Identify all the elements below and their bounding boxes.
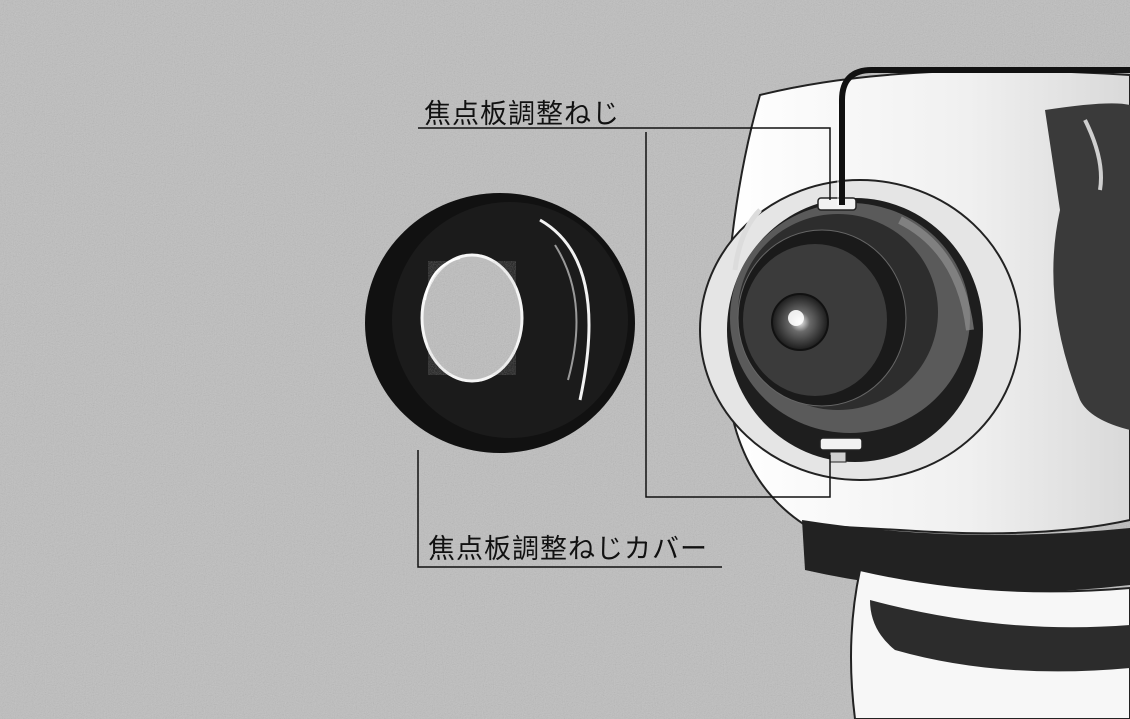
ring-cover-icon	[365, 193, 635, 453]
leader-line-cover	[417, 450, 722, 568]
reticle-screw-top	[817, 197, 857, 211]
reticle-screw-bottom	[819, 437, 863, 451]
reticle-screw-label: 焦点板調整ねじ	[424, 99, 620, 130]
leader-line-screw	[418, 127, 831, 498]
instrument-body	[699, 69, 1130, 719]
reticle-screw-cover-label: 焦点板調整ねじカバー	[428, 534, 708, 565]
instrument-side-panel	[1045, 103, 1130, 430]
hex-key-icon	[837, 67, 1130, 205]
